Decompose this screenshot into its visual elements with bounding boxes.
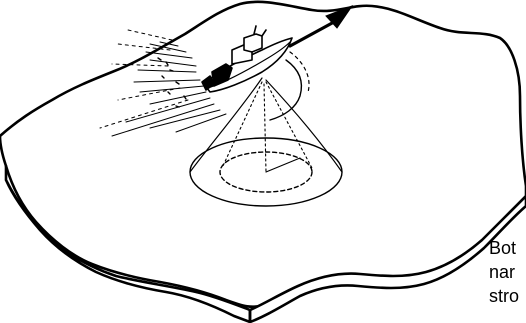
caption-line-1: Bot xyxy=(489,236,526,260)
caption-line-3: stro xyxy=(489,284,526,308)
figure-caption: Bot nar stro xyxy=(489,236,526,308)
caption-line-2: nar xyxy=(489,260,526,284)
boat-wheelhouse xyxy=(244,34,262,52)
